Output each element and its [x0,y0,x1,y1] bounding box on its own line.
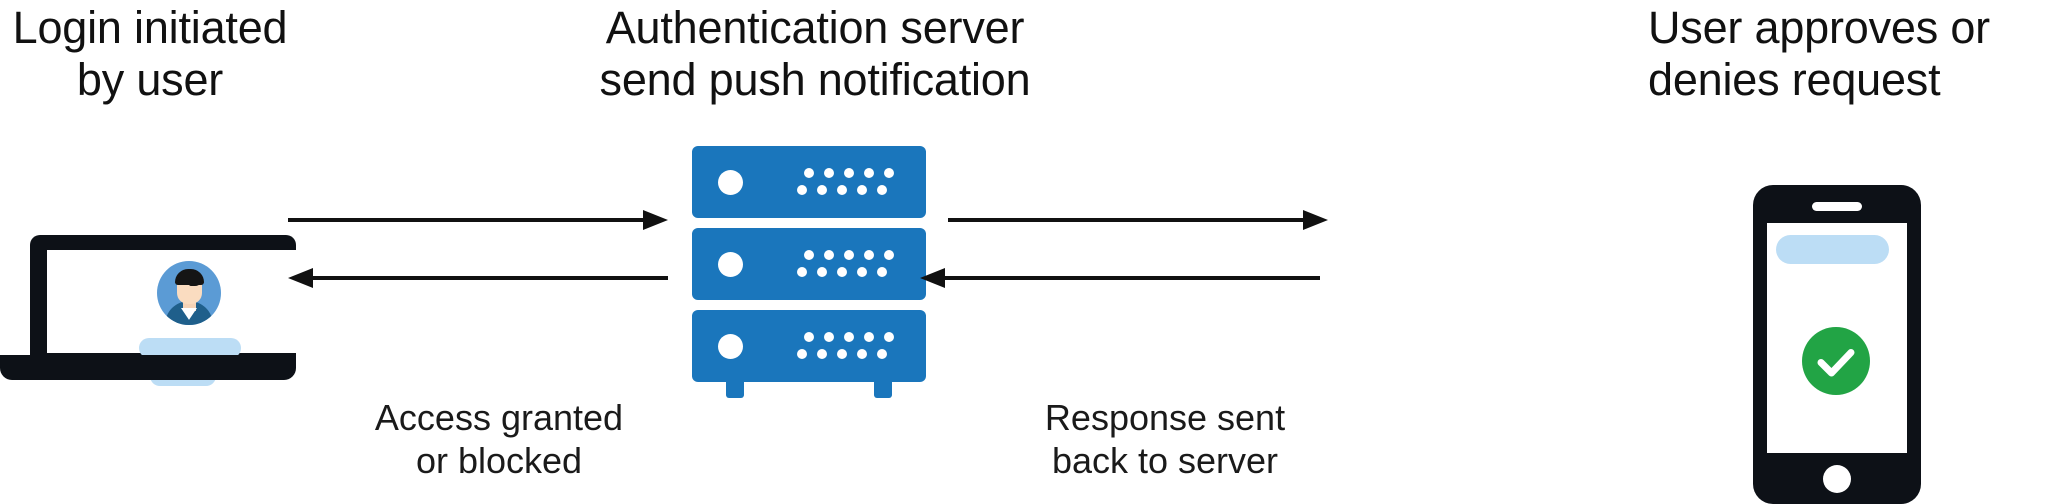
server-leg [874,382,892,398]
server-unit [692,228,926,300]
phone-notification-bar [1776,235,1889,264]
arrow-label-access-granted: Access granted or blocked [374,397,624,481]
server-led-icon [718,334,743,359]
green-check-circle-icon [1802,327,1870,395]
arrow-label-response-sent: Response sent back to server [1044,397,1286,481]
login-field-username [139,338,241,358]
server-vent-dots [797,332,904,362]
server-unit [692,146,926,218]
arrow-laptop-to-server [288,210,668,230]
column-title-user-approves: User approves or denies request [1648,2,1990,105]
user-avatar-icon [157,261,221,325]
server-stack-icon [692,146,926,398]
server-unit [692,310,926,382]
server-vent-dots [797,250,904,280]
phone-home-button [1823,465,1851,493]
arrow-server-to-phone [948,210,1328,230]
server-led-icon [718,170,743,195]
avatar-collar [181,308,197,320]
avatar-hair [175,269,204,286]
laptop-lid [30,235,297,386]
server-led-icon [718,252,743,277]
arrow-phone-to-server [920,268,1320,288]
phone-speaker [1812,202,1862,211]
column-title-authentication-server: Authentication server send push notifica… [599,2,1031,105]
server-leg [726,382,744,398]
server-vent-dots [797,168,904,198]
arrow-server-to-laptop [288,268,668,288]
laptop-screen [47,250,297,386]
column-title-login-initiated: Login initiated by user [12,2,288,105]
laptop-icon [0,235,297,386]
smartphone-icon [1753,185,1921,504]
laptop-base [0,355,296,380]
phone-screen [1767,223,1907,453]
